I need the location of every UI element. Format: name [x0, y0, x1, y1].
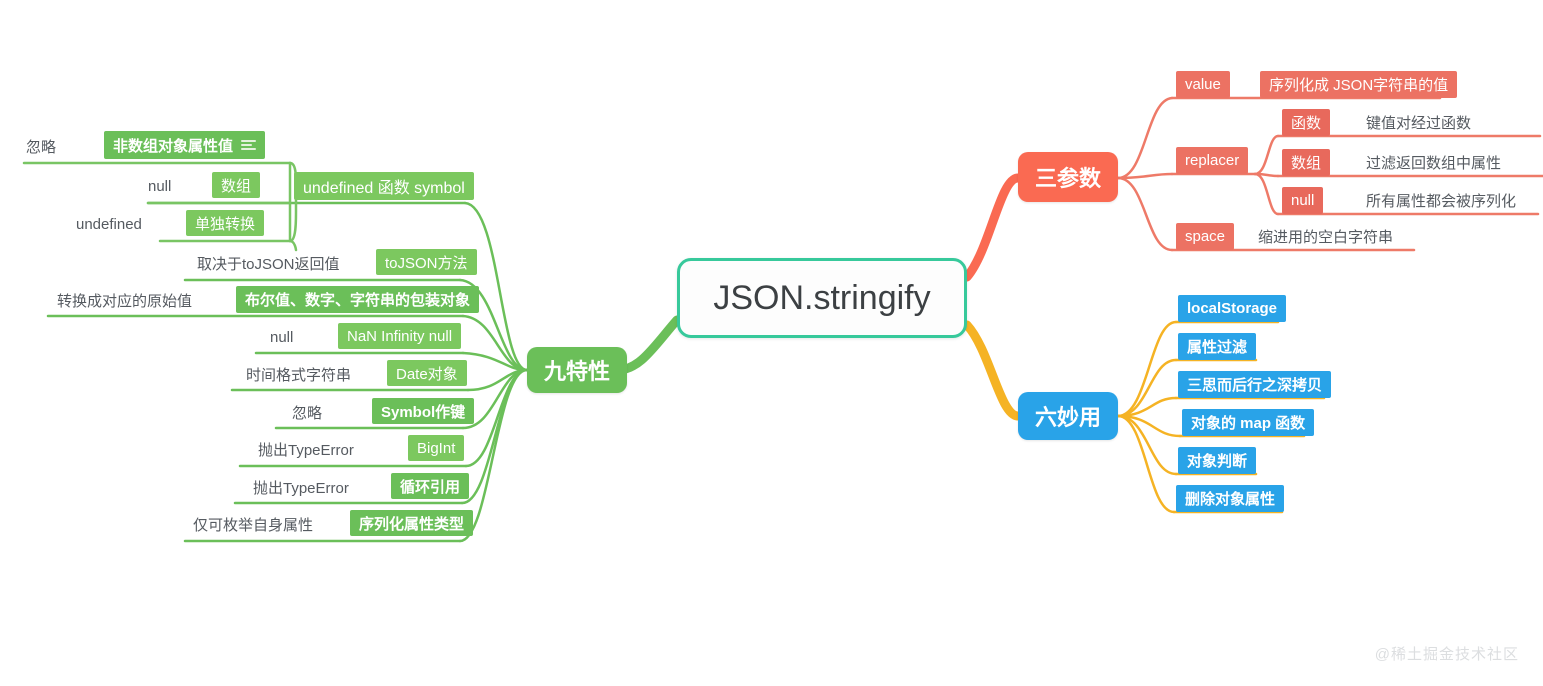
param-desc-replacer-array: 过滤返回数组中属性 [1366, 155, 1502, 172]
feature-chip-bigint[interactable]: BigInt [408, 435, 465, 461]
feature-desc-wrapper-object: 转换成对应的原始值 [57, 292, 193, 310]
param-chip-replacer-array[interactable]: 数组 [1282, 149, 1331, 176]
feature-desc-ignore-nonarray: 忽略 [26, 138, 57, 156]
use-chip-localstorage[interactable]: localStorage [1178, 295, 1287, 322]
branch-label-six-uses: 六妙用 [1034, 405, 1101, 430]
feature-desc-tojson: 取决于toJSON返回值 [197, 255, 340, 273]
feature-chip-date-object[interactable]: Date对象 [387, 360, 467, 386]
feature-chip-undefined-function-symbol[interactable]: undefined 函数 symbol [294, 172, 474, 200]
feature-chip-standalone-convert[interactable]: 单独转换 [186, 210, 265, 236]
feature-desc-symbol-key: 忽略 [292, 404, 323, 422]
param-desc-replacer-function: 键值对经过函数 [1366, 115, 1472, 132]
param-chip-replacer[interactable]: replacer [1176, 147, 1249, 174]
param-desc-replacer-null: 所有属性都会被序列化 [1366, 193, 1517, 210]
use-chip-property-filter[interactable]: 属性过滤 [1178, 333, 1257, 360]
feature-chip-array[interactable]: 数组 [212, 172, 261, 198]
use-chip-deep-copy[interactable]: 三思而后行之深拷贝 [1178, 371, 1332, 398]
feature-chip-nonarray-object-property[interactable]: 非数组对象属性值 [104, 131, 266, 159]
feature-desc-bigint: 抛出TypeError [258, 441, 354, 459]
root-label: JSON.stringify [713, 278, 931, 317]
feature-chip-tojson[interactable]: toJSON方法 [376, 249, 477, 275]
feature-desc-null-array: null [148, 177, 172, 195]
param-chip-replacer-null[interactable]: null [1282, 187, 1324, 214]
param-desc-space: 缩进用的空白字符串 [1258, 229, 1394, 246]
feature-chip-nan-infinity-null[interactable]: NaN Infinity null [338, 323, 462, 349]
param-chip-space[interactable]: space [1176, 223, 1235, 250]
param-chip-replacer-function[interactable]: 函数 [1282, 109, 1331, 136]
note-icon [241, 140, 257, 150]
feature-desc-serializable-types: 仅可枚举自身属性 [193, 516, 314, 534]
branch-label-three-params: 三参数 [1034, 166, 1101, 191]
watermark: @稀土掘金技术社区 [1374, 646, 1519, 663]
branch-node-three-params[interactable]: 三参数 [1018, 152, 1118, 202]
root-node[interactable]: JSON.stringify [677, 258, 967, 338]
feature-chip-wrapper-object[interactable]: 布尔值、数字、字符串的包装对象 [236, 286, 480, 313]
feature-desc-date: 时间格式字符串 [246, 366, 352, 384]
branch-label-nine-features: 九特性 [543, 359, 610, 384]
feature-desc-undefined-standalone: undefined [76, 215, 142, 233]
feature-chip-circular-ref[interactable]: 循环引用 [391, 473, 470, 499]
param-desc-value: 序列化成 JSON字符串的值 [1260, 71, 1458, 98]
use-chip-object-map[interactable]: 对象的 map 函数 [1182, 409, 1315, 436]
use-chip-object-judgement[interactable]: 对象判断 [1178, 447, 1257, 474]
feature-chip-serializable-types[interactable]: 序列化属性类型 [350, 510, 474, 536]
feature-desc-circular-ref: 抛出TypeError [253, 479, 349, 497]
param-chip-value[interactable]: value [1176, 71, 1230, 98]
feature-desc-nan-infinity: null [270, 328, 294, 346]
feature-chip-symbol-key[interactable]: Symbol作键 [372, 398, 475, 424]
branch-node-six-uses[interactable]: 六妙用 [1018, 392, 1118, 440]
branch-node-nine-features[interactable]: 九特性 [527, 347, 627, 393]
use-chip-delete-property[interactable]: 删除对象属性 [1176, 485, 1285, 512]
